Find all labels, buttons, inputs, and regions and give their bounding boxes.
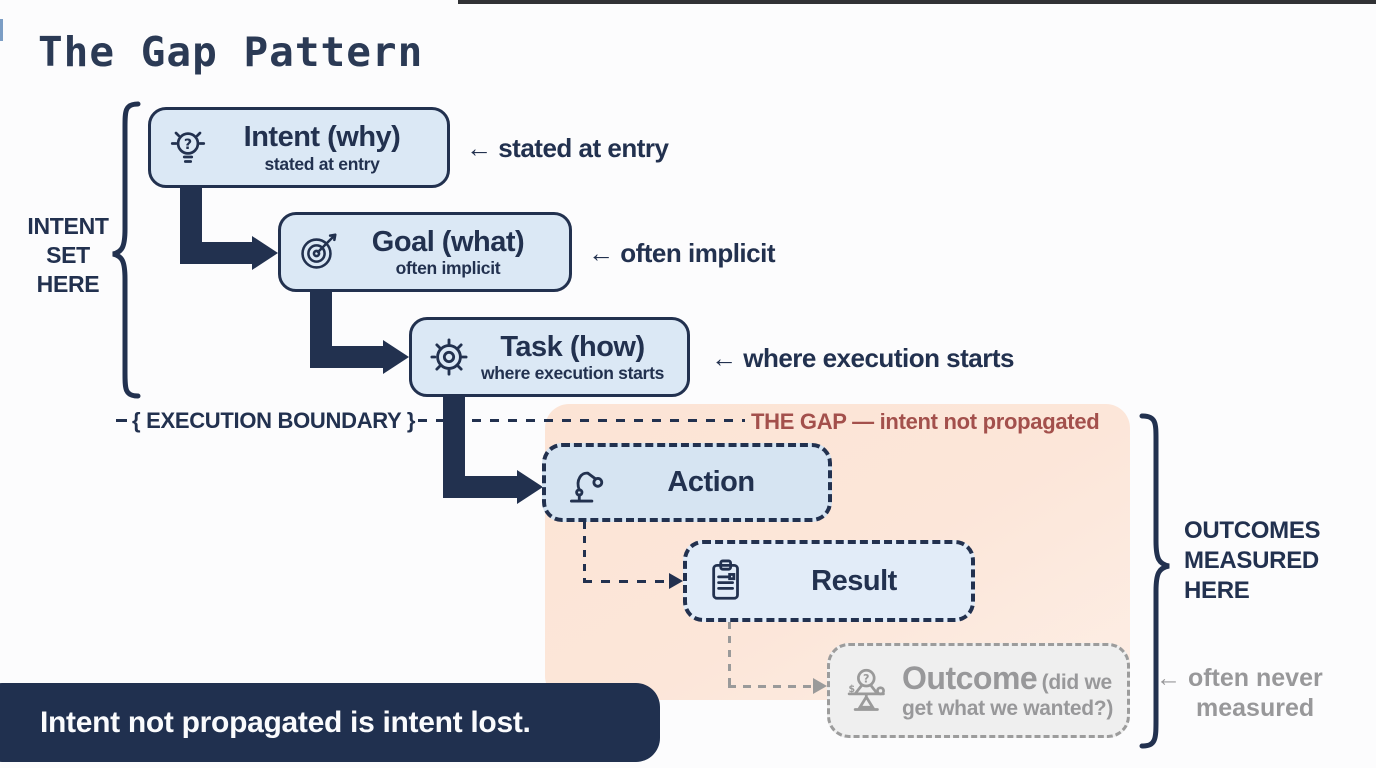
task-box-subtitle: where execution starts bbox=[480, 363, 665, 384]
connector-intent-goal-horizontal bbox=[180, 242, 253, 264]
lightbulb-icon: ? bbox=[170, 131, 206, 163]
action-box: Action bbox=[542, 443, 832, 522]
connector-result-outcome-arrowhead bbox=[813, 678, 827, 694]
target-icon bbox=[301, 233, 337, 269]
intent-box: ? Intent (why) stated at entry bbox=[148, 107, 450, 188]
boundary-dashed-line bbox=[418, 419, 745, 422]
outcome-box-subtitle-line1: (did we bbox=[1041, 671, 1113, 695]
boundary-dash-prefix bbox=[116, 419, 127, 422]
goal-box-title: Goal (what) bbox=[371, 225, 525, 258]
connector-action-result-vertical bbox=[583, 522, 586, 582]
outcome-annotation-line2: measured bbox=[1196, 694, 1315, 722]
top-letterbox-strip bbox=[458, 0, 1376, 4]
action-box-title: Action bbox=[667, 466, 755, 499]
takeaway-banner-text: Intent not propagated is intent lost. bbox=[40, 705, 531, 739]
goal-box-subtitle: often implicit bbox=[395, 258, 501, 279]
result-box-title: Result bbox=[811, 564, 897, 597]
outcomes-measured-here-label: OUTCOMES MEASURED HERE bbox=[1184, 517, 1321, 604]
intent-set-here-label: INTENT SET HERE bbox=[27, 213, 109, 297]
intent-box-title: Intent (why) bbox=[243, 121, 401, 154]
intent-box-subtitle: stated at entry bbox=[264, 153, 380, 174]
scale-icon: ? $ bbox=[847, 668, 885, 711]
svg-text:?: ? bbox=[184, 136, 192, 152]
left-edge-artifact bbox=[0, 19, 3, 41]
connector-action-result-horizontal bbox=[583, 580, 669, 583]
outcome-box-title: Outcome bbox=[902, 660, 1038, 697]
gear-icon bbox=[430, 338, 468, 376]
outcome-annotation: ← often never measured bbox=[1156, 663, 1323, 723]
connector-task-action-arrowhead bbox=[517, 470, 543, 504]
execution-boundary-label: { EXECUTION BOUNDARY } bbox=[132, 408, 416, 433]
connector-intent-goal-arrowhead bbox=[252, 236, 278, 270]
connector-goal-task-arrowhead bbox=[383, 340, 409, 374]
outcome-box-subtitle-line2: get what we wanted?) bbox=[902, 696, 1114, 720]
the-gap-label: THE GAP — intent not propagated bbox=[751, 409, 1100, 434]
svg-text:?: ? bbox=[863, 672, 869, 685]
result-box: Result bbox=[683, 540, 975, 622]
outcome-box: ? $ Outcome (did we get what we wanted?) bbox=[827, 643, 1130, 738]
robot-arm-icon bbox=[570, 471, 604, 502]
task-box-title: Task (how) bbox=[500, 330, 645, 363]
intent-annotation: ← stated at entry bbox=[466, 133, 669, 163]
connector-result-outcome-horizontal bbox=[728, 685, 813, 688]
connector-result-outcome-vertical bbox=[728, 622, 731, 688]
goal-annotation: ← often implicit bbox=[588, 238, 776, 268]
svg-text:$: $ bbox=[848, 684, 855, 695]
clipboard-icon bbox=[712, 559, 739, 600]
takeaway-banner: Intent not propagated is intent lost. bbox=[0, 683, 660, 762]
outcome-annotation-line1: ← often never bbox=[1156, 664, 1323, 692]
task-box: Task (how) where execution starts bbox=[409, 317, 690, 397]
connector-task-action-horizontal bbox=[443, 476, 518, 498]
goal-box: Goal (what) often implicit bbox=[278, 212, 572, 292]
connector-goal-task-horizontal bbox=[310, 346, 384, 368]
outcomes-measured-brace bbox=[1139, 413, 1170, 749]
task-annotation: ← where execution starts bbox=[711, 343, 1015, 373]
connector-action-result-arrowhead bbox=[669, 573, 683, 589]
intent-set-brace bbox=[112, 101, 141, 399]
page-title: The Gap Pattern bbox=[38, 28, 424, 76]
